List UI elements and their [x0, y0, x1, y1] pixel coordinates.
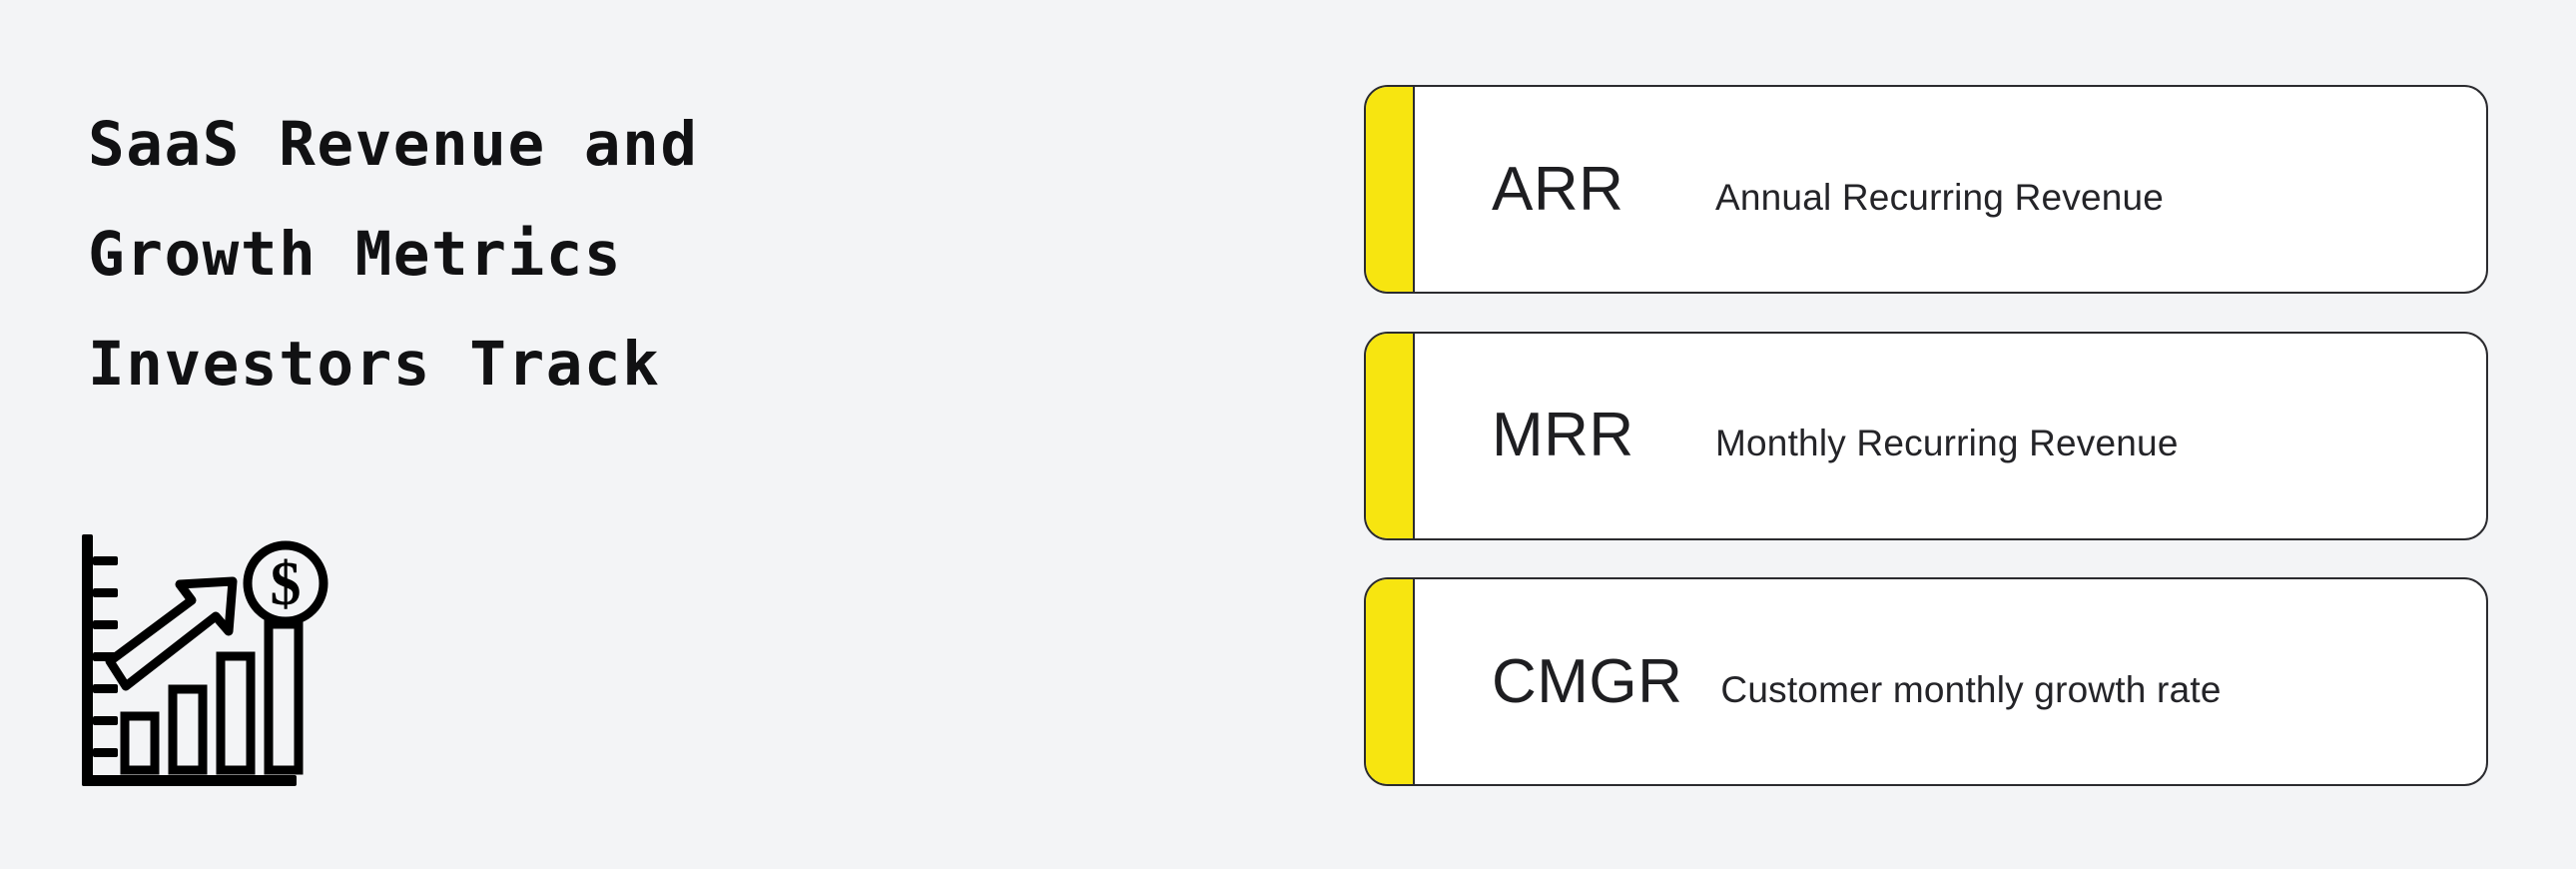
axis-ticks — [93, 556, 118, 757]
dollar-coin: $ — [243, 540, 328, 626]
metric-acronym-mrr: MRR — [1492, 401, 1634, 469]
metric-card-body-mrr: MRR Monthly Recurring Revenue — [1366, 405, 2486, 466]
metric-acronym-cmgr: CMGR — [1492, 646, 1683, 716]
metric-card-arr[interactable]: ARR Annual Recurring Revenue — [1364, 85, 2488, 294]
axis-lines — [82, 534, 297, 786]
upward-arrow — [105, 576, 238, 691]
svg-text:$: $ — [271, 550, 302, 618]
metric-description-arr: Annual Recurring Revenue — [1715, 176, 2165, 218]
left-column: SaaS Revenue and Growth Metrics Investor… — [80, 109, 699, 799]
growth-chart-illustration: $ — [80, 534, 349, 799]
accent-bar-mrr — [1366, 333, 1415, 538]
metric-cards-list: ARR Annual Recurring Revenue MRR Monthly… — [1364, 85, 2488, 786]
metric-description-cmgr: Customer monthly growth rate — [1720, 668, 2222, 710]
metric-acronym-arr: ARR — [1492, 154, 1624, 224]
metric-card-mrr[interactable]: MRR Monthly Recurring Revenue — [1364, 331, 2488, 540]
accent-bar-arr — [1366, 87, 1415, 292]
bars — [120, 619, 304, 775]
accent-bar-cmgr — [1366, 579, 1415, 784]
metric-description-mrr: Monthly Recurring Revenue — [1715, 423, 2179, 463]
metric-card-body-cmgr: CMGR Customer monthly growth rate — [1366, 646, 2486, 716]
metric-card-cmgr[interactable]: CMGR Customer monthly growth rate — [1364, 577, 2488, 786]
metric-card-body-arr: ARR Annual Recurring Revenue — [1366, 154, 2486, 224]
page-title: SaaS Revenue and Growth Metrics Investor… — [88, 109, 699, 400]
